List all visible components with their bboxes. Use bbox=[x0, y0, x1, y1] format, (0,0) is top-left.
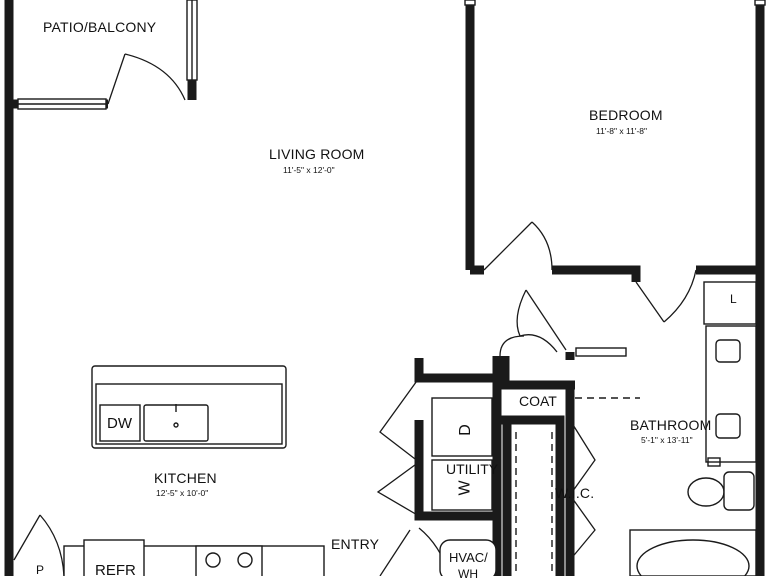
living-room-dims: 11'-5" x 12'-0" bbox=[283, 165, 335, 175]
dryer-label: D bbox=[456, 424, 474, 436]
patio-label: PATIO/BALCONY bbox=[43, 19, 157, 35]
washer-dryer bbox=[431, 397, 493, 511]
pantry-label: P bbox=[36, 563, 45, 577]
water-heater-label: WH bbox=[458, 567, 478, 581]
bath-fixtures bbox=[629, 281, 757, 576]
wic-label: W.I.C. bbox=[555, 485, 595, 501]
kitchen-counter bbox=[63, 539, 325, 576]
living-room-label: LIVING ROOM bbox=[269, 146, 365, 162]
entry-label: ENTRY bbox=[331, 536, 380, 552]
coat-closet-label: COAT bbox=[519, 393, 557, 409]
windows bbox=[17, 0, 766, 357]
dishwasher-label: DW bbox=[107, 415, 132, 432]
washer-label: W bbox=[456, 480, 474, 496]
linen-label: L bbox=[730, 292, 737, 306]
kitchen-label: KITCHEN bbox=[154, 470, 217, 486]
bedroom-dims: 11'-8" x 11'-8" bbox=[596, 126, 648, 136]
hvac-closet bbox=[439, 539, 497, 576]
kitchen-dims: 12'-5" x 10'-0" bbox=[156, 488, 209, 498]
bedroom-label: BEDROOM bbox=[589, 107, 663, 123]
kitchen-island bbox=[91, 365, 287, 449]
bathroom-label: BATHROOM bbox=[630, 417, 712, 433]
bathroom-dims: 5'-1" x 13'-11" bbox=[641, 435, 693, 445]
walls bbox=[4, 0, 765, 576]
hvac-label: HVAC/ bbox=[449, 550, 488, 565]
utility-label: UTILITY bbox=[446, 461, 499, 477]
refrigerator-label: REFR bbox=[95, 562, 136, 579]
